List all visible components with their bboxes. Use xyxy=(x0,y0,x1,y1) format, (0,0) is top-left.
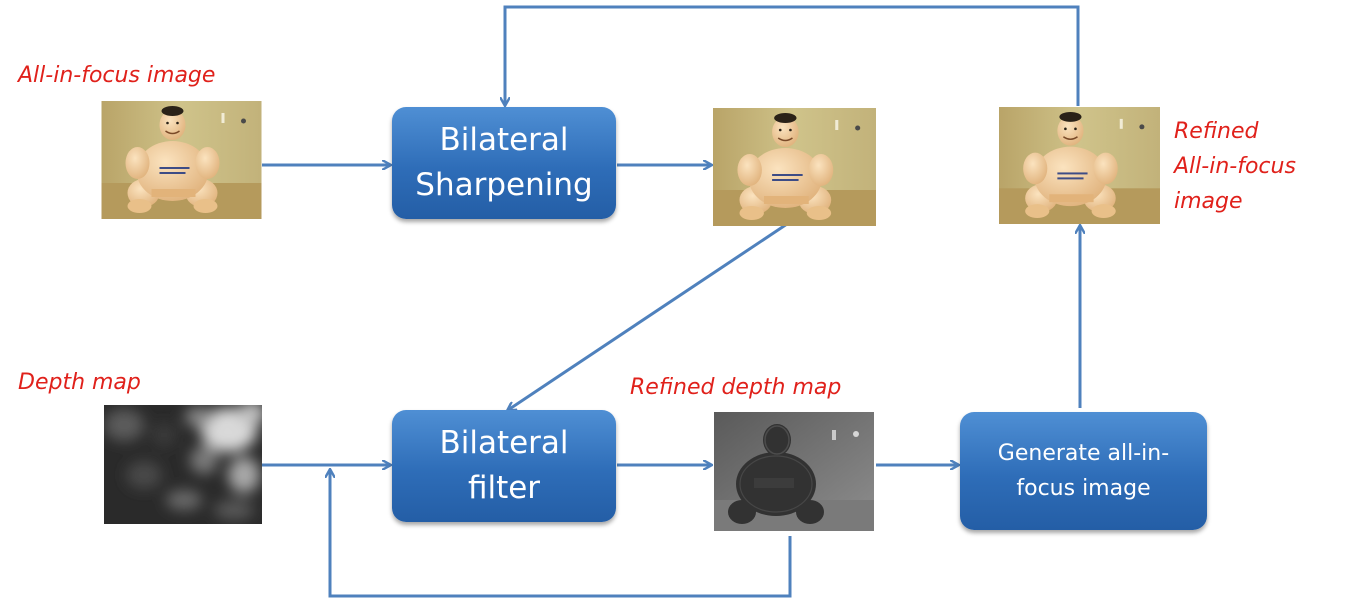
bilateral-sharpening-box: Bilateral Sharpening xyxy=(392,107,616,219)
box-line: filter xyxy=(467,470,541,506)
arrow-sharpened-to-filter xyxy=(508,220,791,410)
label-line: All-in-focus xyxy=(1174,154,1296,179)
box-line: Sharpening xyxy=(415,167,593,203)
label-refined-depth-map: Refined depth map xyxy=(630,375,842,400)
feedback-loop-bottom xyxy=(330,470,792,598)
box-line: focus image xyxy=(1016,476,1151,501)
bilateral-filter-box: Bilateral filter xyxy=(392,410,616,522)
box-line: Bilateral xyxy=(439,122,569,158)
depth-map-image xyxy=(104,405,262,524)
sharpened-image xyxy=(713,108,876,226)
refined-all-in-focus-image xyxy=(999,107,1160,224)
label-all-in-focus-image: All-in-focus image xyxy=(18,63,216,88)
label-depth-map: Depth map xyxy=(18,370,141,395)
label-line: Refined xyxy=(1174,119,1259,144)
refined-depth-map-image xyxy=(714,412,874,531)
box-line: Bilateral xyxy=(439,425,569,461)
feedback-loop-top xyxy=(505,5,1080,106)
label-refined-all-in-focus-image: Refined All-in-focus image xyxy=(1174,114,1296,219)
generate-all-in-focus-box: Generate all-in- focus image xyxy=(960,412,1207,530)
input-all-in-focus-image xyxy=(101,101,262,219)
label-line: image xyxy=(1174,189,1243,214)
box-line: Generate all-in- xyxy=(997,441,1170,466)
